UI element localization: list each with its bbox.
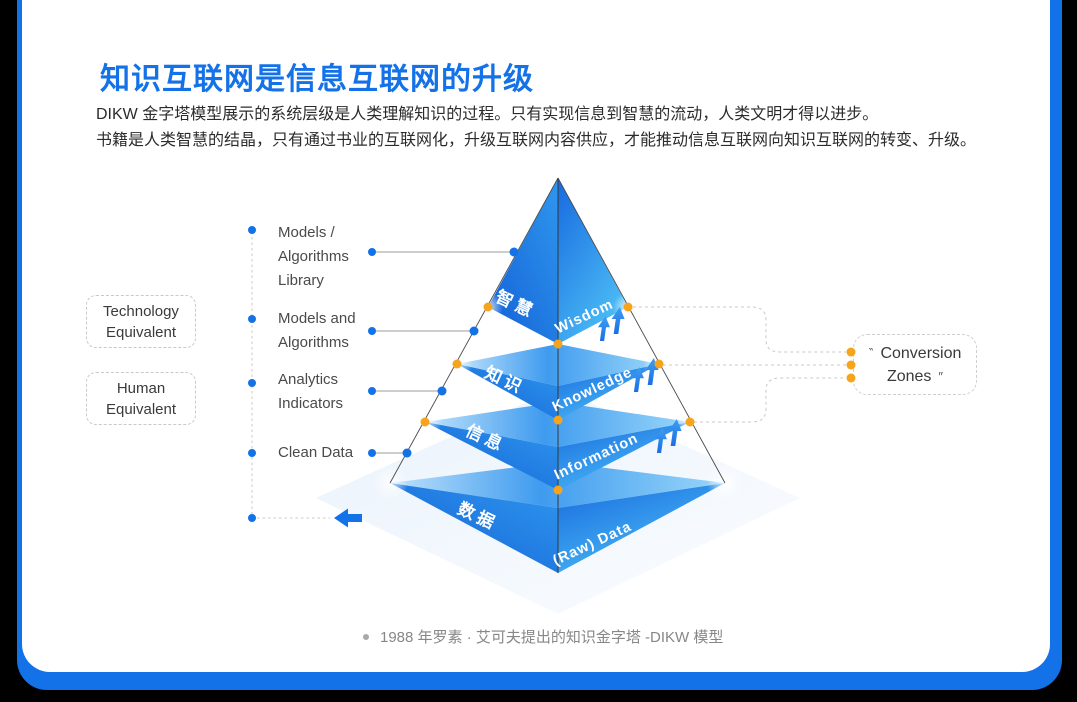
conversion-label: Conversion — [880, 344, 962, 362]
pyramid-level-wisdom — [488, 178, 628, 344]
conversion-zones-box: ‶ Conversion Zones ″ — [853, 334, 977, 395]
description-line-1: DIKW 金字塔模型展示的系统层级是人类理解知识的过程。只有实现信息到智慧的流动… — [96, 106, 879, 123]
left-label-connector-lines — [372, 251, 514, 454]
conversion-zones-line1: ‶ Conversion — [869, 342, 962, 365]
tech-item-analytics-indicators: Analytics Indicators — [278, 371, 344, 412]
blue-connector-dots — [248, 226, 519, 522]
orange-conversion-dots — [420, 302, 856, 495]
tech-item-models-algorithms-library: Models / Algorithms Library — [278, 224, 349, 289]
left-dashed-guide — [251, 226, 330, 519]
quote-mark-icon: ‶ — [868, 345, 874, 361]
conversion-zones-line2: Zones ″ — [887, 365, 943, 388]
right-dashed-connectors — [633, 306, 846, 423]
left-arrow-icon — [334, 508, 362, 528]
tech-item-models-and-algorithms: Models and Algorithms — [278, 310, 356, 351]
description-line-2: 书籍是人类智慧的结晶，只有通过书业的互联网化，升级互联网内容供应，才能推动信息互… — [96, 132, 977, 149]
caption-text: 1988 年罗素 · 艾可夫提出的知识金字塔 -DIKW 模型 — [380, 629, 724, 646]
technology-equivalent-box: Technology Equivalent — [86, 295, 196, 348]
bullet-icon — [363, 633, 369, 640]
page-title: 知识互联网是信息互联网的升级 — [100, 63, 534, 96]
human-equivalent-box: Human Equivalent — [86, 372, 196, 425]
caption: 1988 年罗素 · 艾可夫提出的知识金字塔 -DIKW 模型 — [363, 626, 723, 647]
zones-label: Zones — [886, 367, 932, 385]
quote-mark-icon: ″ — [938, 368, 944, 384]
tech-item-clean-data: Clean Data — [278, 444, 354, 461]
